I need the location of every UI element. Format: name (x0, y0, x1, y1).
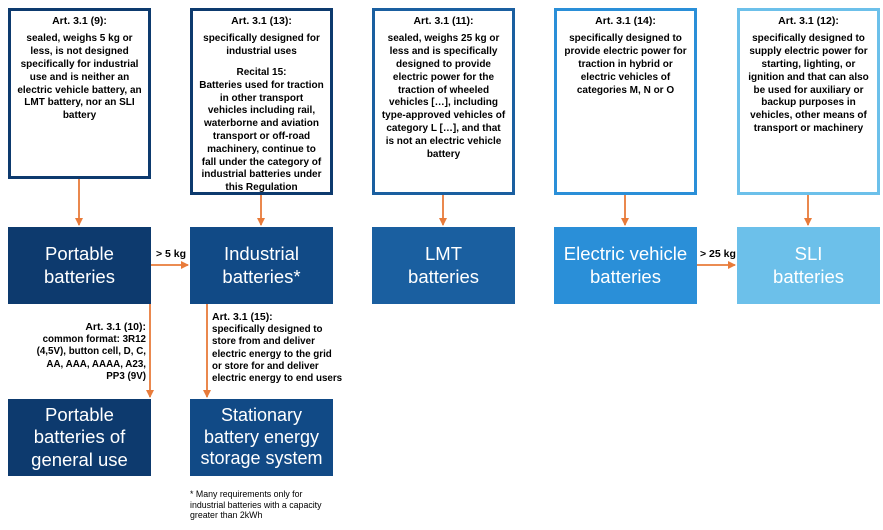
note-stationary: Art. 3.1 (15): specifically designed to … (212, 311, 344, 385)
definition-title: Art. 3.1 (13): (231, 15, 292, 27)
definition-text: specifically designed for industrial use… (203, 33, 320, 58)
definition-box-sli: Art. 3.1 (12): specifically designed to … (737, 8, 880, 195)
note-text: specifically designed to store from and … (212, 324, 343, 385)
definition-box-industrial: Art. 3.1 (13): specifically designed for… (190, 8, 333, 195)
definition-box-lmt: Art. 3.1 (11): sealed, weighs 25 kg or l… (372, 8, 515, 195)
threshold-label-5kg: > 5 kg (156, 248, 187, 260)
category-stationary-storage: Stationary battery energy storage system (190, 399, 333, 476)
note-general-use: Art. 3.1 (10): common format: 3R12 (4,5V… (28, 321, 146, 383)
definition-text: specifically designed to supply electric… (748, 33, 869, 135)
category-ev-batteries: Electric vehicle batteries (554, 227, 697, 304)
definition-title: Art. 3.1 (9): (52, 15, 107, 27)
definition-box-ev: Art. 3.1 (14): specifically designed to … (554, 8, 697, 195)
definition-title: Art. 3.1 (12): (778, 15, 839, 27)
note-title: Art. 3.1 (10): (85, 321, 146, 333)
definition-box-portable: Art. 3.1 (9): sealed, weighs 5 kg or les… (8, 8, 151, 179)
note-text: common format: 3R12 (4,5V), button cell,… (36, 334, 146, 382)
category-industrial-batteries: Industrial batteries* (190, 227, 333, 304)
definition-title: Art. 3.1 (11): (413, 15, 474, 27)
category-sli-batteries: SLI batteries (737, 227, 880, 304)
definition-text: specifically designed to provide electri… (564, 33, 687, 96)
footnote: * Many requirements only for industrial … (190, 489, 322, 521)
recital-title: Recital 15: (236, 67, 287, 79)
category-lmt-batteries: LMT batteries (372, 227, 515, 304)
note-title: Art. 3.1 (15): (212, 311, 273, 323)
category-portable-general-use: Portable batteries of general use (8, 399, 151, 476)
category-portable-batteries: Portable batteries (8, 227, 151, 304)
definition-text: sealed, weighs 5 kg or less, is not desi… (17, 33, 142, 122)
recital-text: Batteries used for traction in other tra… (199, 79, 324, 194)
definition-text: sealed, weighs 25 kg or less and is spec… (381, 33, 506, 160)
definition-title: Art. 3.1 (14): (595, 15, 656, 27)
threshold-label-25kg: > 25 kg (700, 248, 736, 260)
